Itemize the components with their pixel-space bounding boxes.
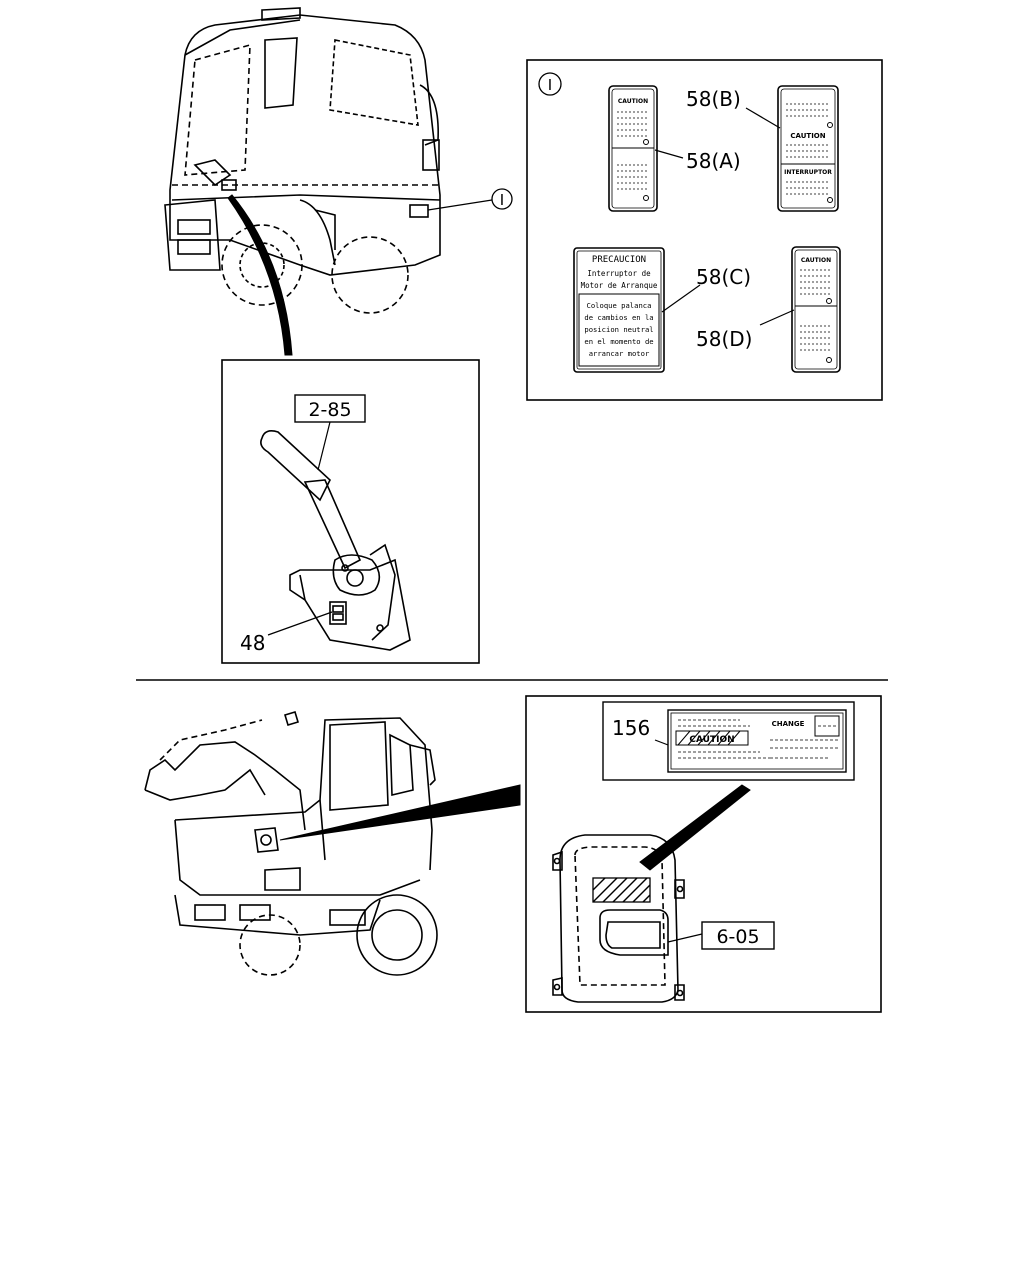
decal-58c: PRECAUCION Interruptor de Motor de Arran… xyxy=(573,247,665,373)
leader-58d xyxy=(759,309,795,326)
decal-58a-title: CAUTION xyxy=(618,98,648,105)
decal-to-cover-pointer xyxy=(639,784,751,871)
decal-58d: CAUTION xyxy=(791,246,841,373)
decal-58b-caution: CAUTION xyxy=(790,132,825,140)
ref-6-05-callout: 6-05 xyxy=(701,921,775,950)
truck-cab-rear-illustration xyxy=(164,7,441,314)
decal-156-frame xyxy=(602,701,855,781)
decal-58c-subtitle-2: Motor de Arranque xyxy=(581,281,658,290)
decal-58c-subtitle-1: Interruptor de xyxy=(587,269,651,278)
detail-marker-leader xyxy=(427,199,493,211)
decal-58c-title: PRECAUCION xyxy=(592,255,646,265)
ref-2-85-leader xyxy=(317,421,331,471)
decal-58b-interruptor: INTERRUPTOR xyxy=(784,169,832,176)
label-58a: 58(A) xyxy=(686,149,741,173)
detail-marker-callout: I xyxy=(491,188,513,210)
decal-58b: CAUTION INTERRUPTOR xyxy=(777,85,839,212)
truck-front-illustration xyxy=(144,711,438,976)
lever-detail-frame xyxy=(221,359,480,664)
label-156: 156 xyxy=(612,716,650,740)
ref-2-85-label: 2-85 xyxy=(308,399,351,421)
decal-156-change: CHANGE xyxy=(772,720,805,728)
ref-6-05-label: 6-05 xyxy=(716,926,759,948)
decal-58a: CAUTION xyxy=(608,85,658,212)
leader-58a xyxy=(654,149,684,159)
cab-to-lever-pointer xyxy=(227,194,293,356)
detail-frame-marker-label: I xyxy=(548,76,552,94)
cover-detail-frame xyxy=(525,695,882,1013)
decal-58c-body-2: de cambios en la xyxy=(584,313,653,322)
ref-6-05-leader xyxy=(667,933,703,943)
leader-58b xyxy=(745,107,781,129)
cover-panel-illustration xyxy=(552,834,685,1003)
label-58d: 58(D) xyxy=(696,327,752,351)
label-58c: 58(C) xyxy=(696,265,751,289)
detail-frame-marker: I xyxy=(538,72,562,96)
decal-156: CAUTION CHANGE xyxy=(667,709,847,773)
decal-156-caution: CAUTION xyxy=(689,735,734,745)
decal-58c-body-5: arrancar motor xyxy=(589,349,650,358)
truck-to-detail-pointer xyxy=(279,784,521,841)
detail-marker-label: I xyxy=(500,191,504,209)
label-48-leader xyxy=(267,611,333,636)
label-58b: 58(B) xyxy=(686,87,741,111)
decal-detail-frame xyxy=(526,59,883,401)
cover-hatched-decal-area xyxy=(592,877,651,903)
gear-lever-illustration xyxy=(260,430,411,651)
decal-58c-body-1: Coloque palanca xyxy=(587,301,652,310)
ref-2-85-callout: 2-85 xyxy=(294,394,366,423)
leader-58c xyxy=(661,284,701,313)
decal-58c-body-4: en el momento de xyxy=(584,337,653,346)
label-48: 48 xyxy=(240,631,265,655)
decal-58d-title: CAUTION xyxy=(801,257,831,264)
decal-58c-body-3: posicion neutral xyxy=(584,325,653,334)
